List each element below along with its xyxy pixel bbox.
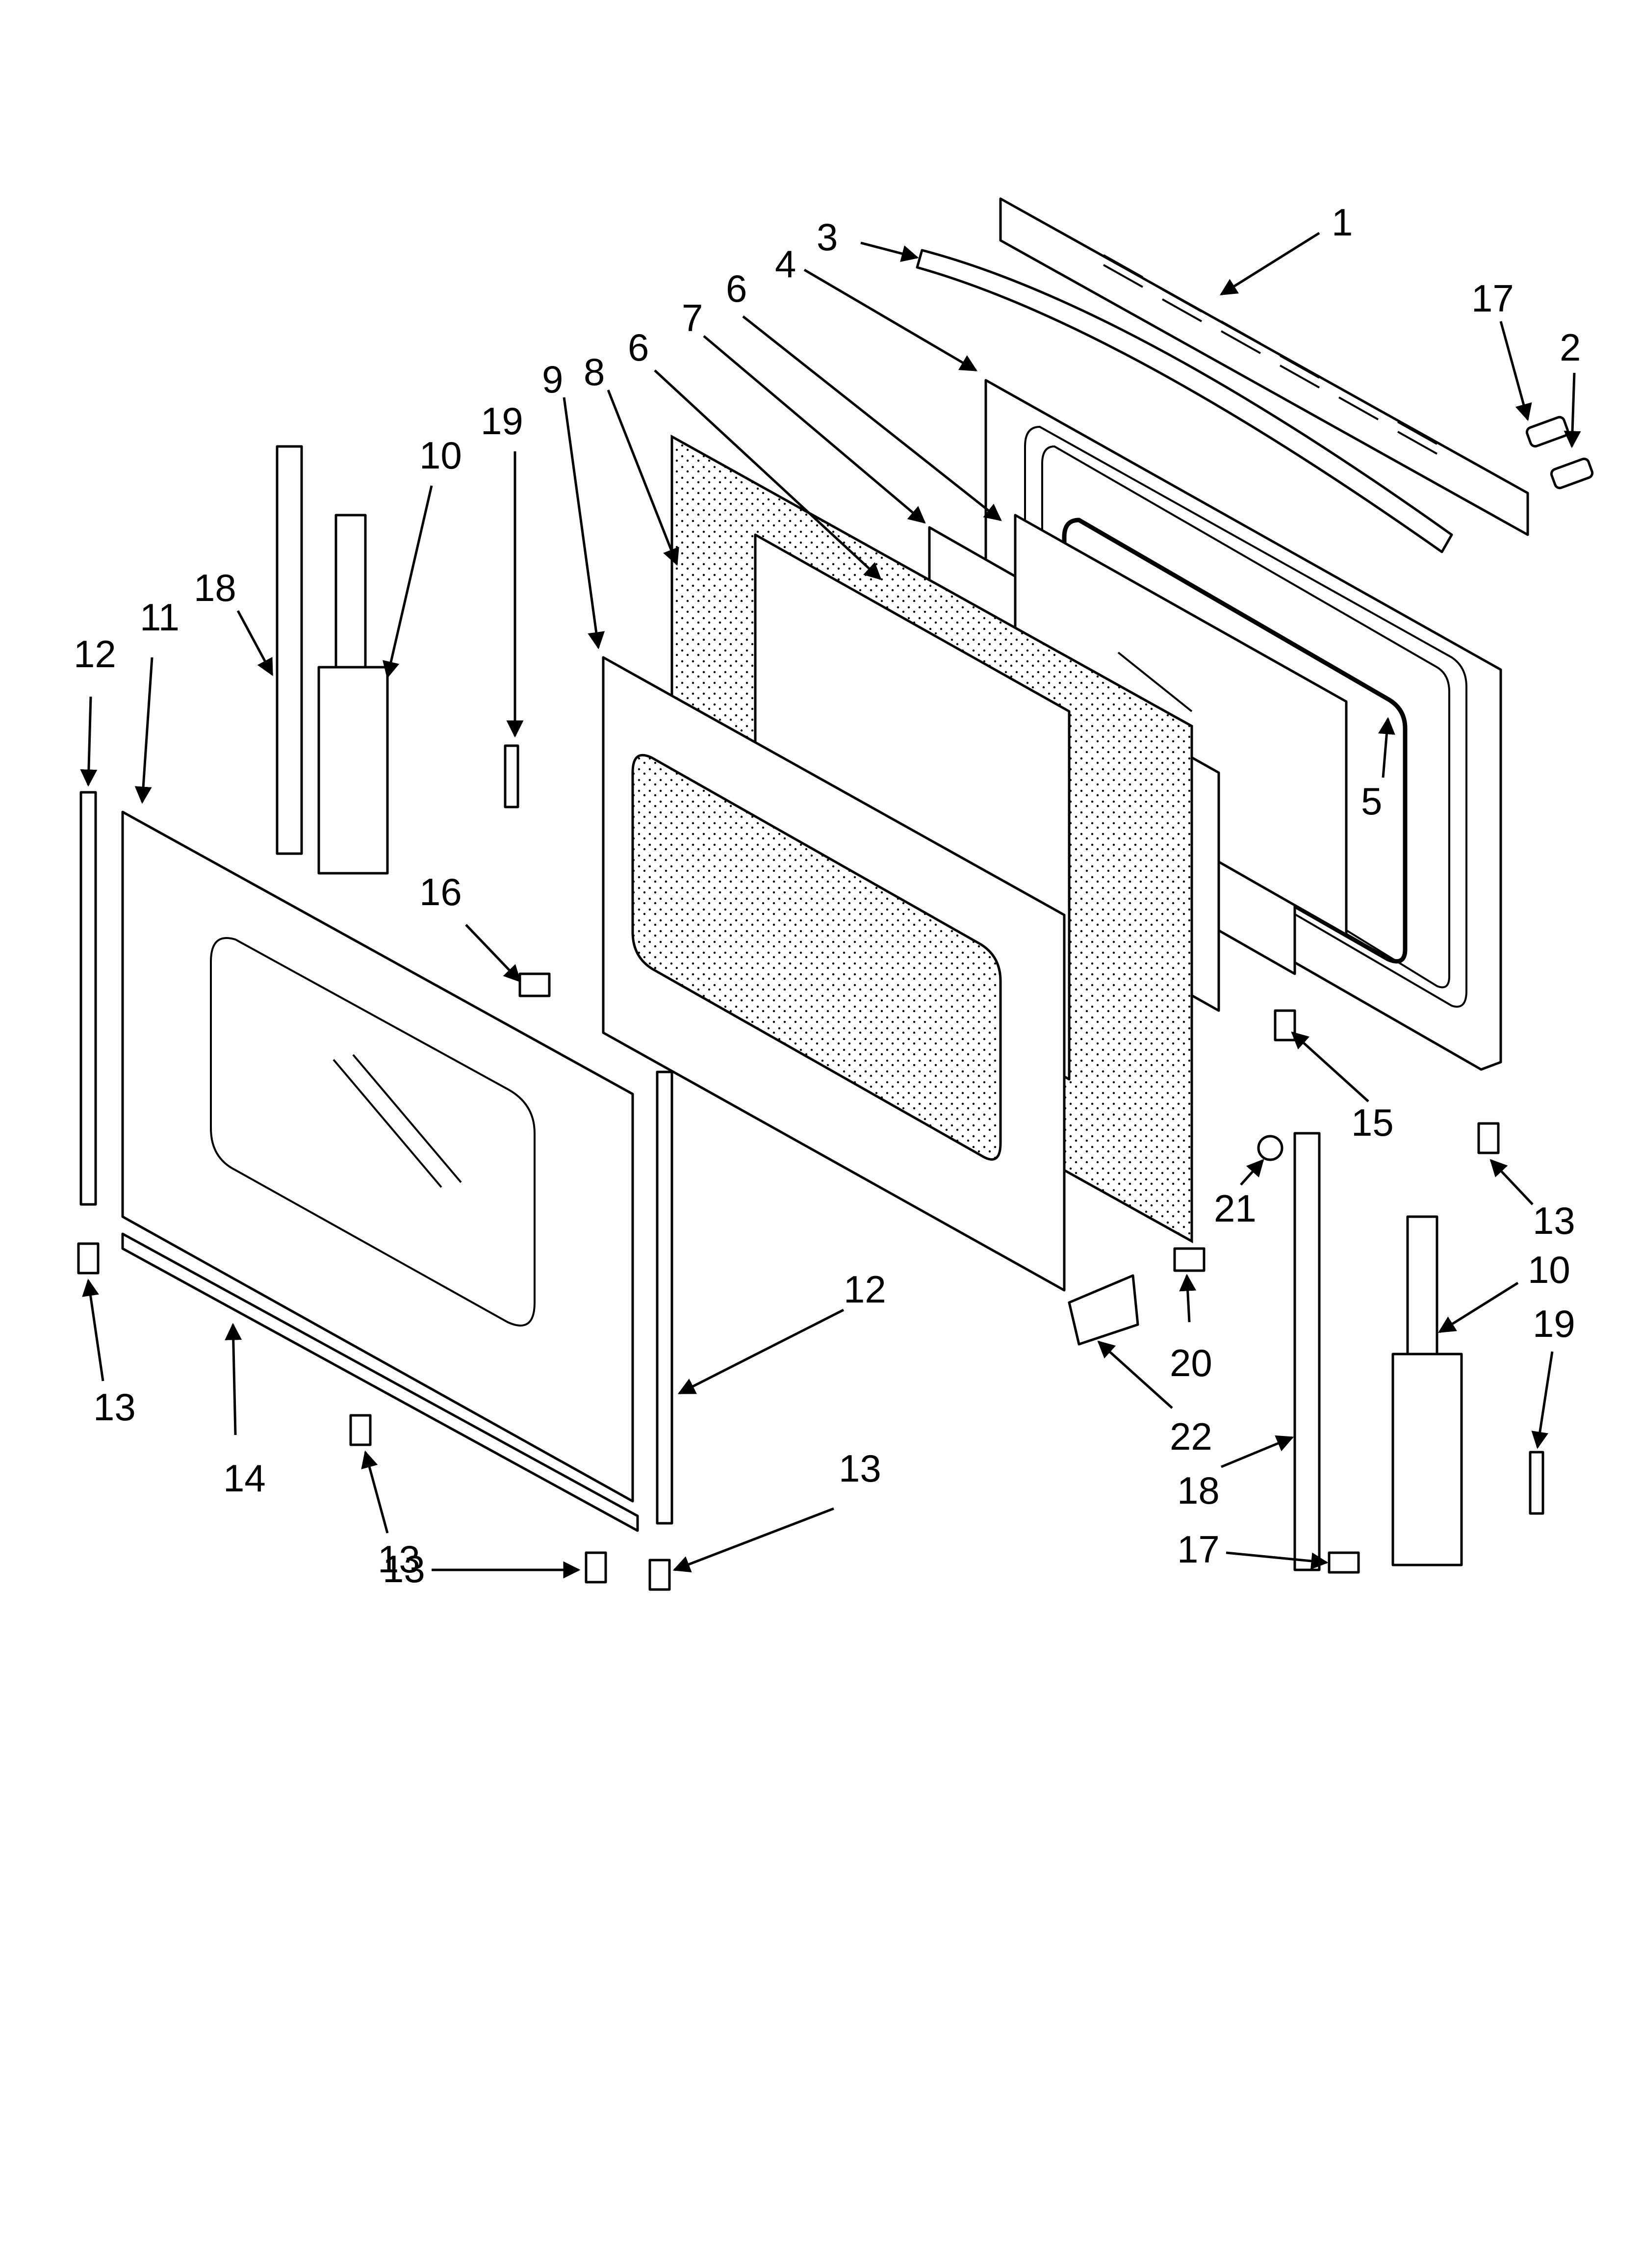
callout-14: 14 — [223, 1457, 266, 1500]
callout-6a: 6 — [726, 267, 747, 310]
door-frame-part — [602, 656, 1066, 1292]
callout-13b: 13 — [93, 1385, 136, 1429]
callout-7: 7 — [682, 296, 703, 339]
callout-9: 9 — [542, 358, 563, 401]
callout-16: 16 — [419, 870, 462, 913]
callout-12b: 12 — [844, 1268, 886, 1311]
callout-5: 5 — [1361, 780, 1382, 823]
callout-labels: 1 2 3 4 5 6 6 7 8 9 10 10 11 12 12 13 13… — [74, 201, 1581, 1590]
callout-20: 20 — [1170, 1341, 1212, 1384]
callout-13c: 13 — [378, 1538, 420, 1581]
callout-21: 21 — [1214, 1187, 1257, 1230]
callout-22: 22 — [1170, 1415, 1212, 1458]
callout-19a: 19 — [481, 399, 523, 443]
callout-3: 3 — [817, 215, 838, 259]
callout-17b: 17 — [1177, 1528, 1220, 1571]
door-gasket-part — [1062, 518, 1408, 964]
callout-19b: 19 — [1533, 1302, 1575, 1345]
callout-4: 4 — [775, 242, 796, 286]
callout-17a: 17 — [1471, 277, 1514, 320]
callout-13e: 13 — [839, 1447, 881, 1490]
callout-11: 11 — [140, 596, 180, 639]
hinge-part — [317, 514, 1463, 1566]
side-trim-part — [79, 791, 673, 1525]
callout-8: 8 — [584, 350, 605, 393]
outer-door-glass-part — [121, 810, 634, 1503]
callout-12a: 12 — [74, 632, 116, 676]
handle-part — [916, 249, 1453, 553]
callout-6b: 6 — [628, 326, 649, 369]
screw-part — [1525, 416, 1594, 490]
callout-18a: 18 — [194, 566, 236, 609]
callout-13d: 13 — [383, 1547, 425, 1590]
vent-trim-part — [999, 197, 1529, 536]
callout-10a: 10 — [419, 434, 462, 477]
leader-lines — [80, 232, 1581, 1579]
callout-2: 2 — [1560, 326, 1581, 369]
callout-10b: 10 — [1528, 1248, 1570, 1291]
hinge-bracket-part — [276, 445, 1321, 1571]
callout-1: 1 — [1332, 201, 1353, 244]
bottom-trim-part — [121, 1232, 639, 1532]
hardware-part — [77, 744, 1544, 1591]
callout-18b: 18 — [1177, 1469, 1220, 1512]
callout-13a: 13 — [1533, 1199, 1575, 1242]
callout-15: 15 — [1351, 1101, 1394, 1144]
